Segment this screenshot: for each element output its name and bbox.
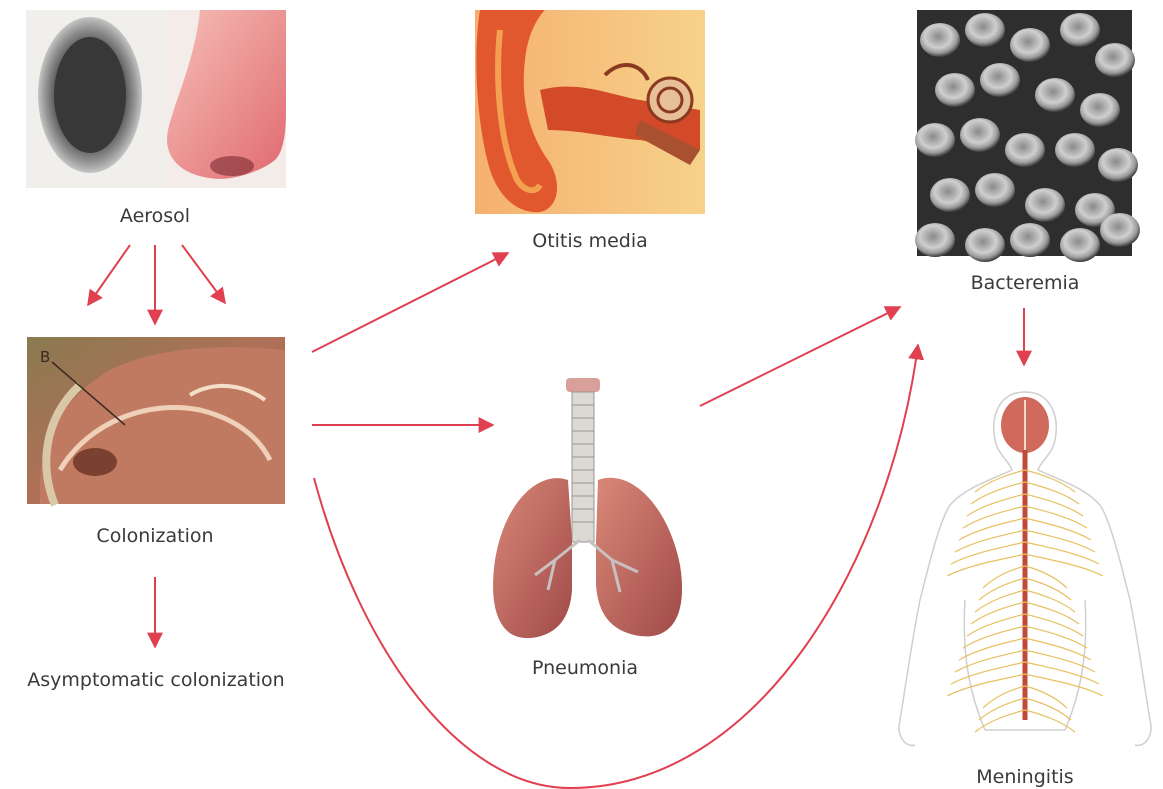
- nerve-branch: [947, 554, 1025, 576]
- nerve-branch: [1025, 638, 1091, 660]
- red-blood-cell: [1075, 193, 1115, 227]
- nerve-branch: [1025, 626, 1087, 648]
- red-blood-cell: [1100, 213, 1140, 247]
- nerve-branch: [1025, 542, 1099, 564]
- nerve-branch: [963, 506, 1025, 528]
- nerve-branch: [1025, 662, 1099, 684]
- nerve-branch: [1025, 530, 1095, 552]
- red-blood-cell: [935, 73, 975, 107]
- red-blood-cell: [1025, 188, 1065, 222]
- red-blood-cell: [1060, 228, 1100, 262]
- red-blood-cell: [1035, 78, 1075, 112]
- red-blood-cell: [980, 63, 1020, 97]
- nerve-branch: [975, 590, 1025, 612]
- red-blood-cell: [965, 228, 1005, 262]
- nerve-branch: [983, 566, 1025, 588]
- arrow-to-otitis: [312, 253, 508, 352]
- nerve-branch: [951, 542, 1025, 564]
- nerve-branch: [1025, 554, 1103, 576]
- red-blood-cell: [1095, 43, 1135, 77]
- nerve-branch: [1025, 590, 1075, 612]
- nerve-branch: [1025, 614, 1083, 636]
- arrow-curve-to-bacteremia: [314, 345, 918, 788]
- red-blood-cell: [975, 173, 1015, 207]
- nerve-branch: [955, 530, 1025, 552]
- red-blood-cell: [920, 23, 960, 57]
- red-blood-cell: [1010, 223, 1050, 257]
- nerve-branch: [967, 614, 1025, 636]
- meningitis-label: Meningitis: [945, 766, 1105, 788]
- nerve-branch: [1025, 470, 1075, 492]
- red-blood-cell: [1010, 28, 1050, 62]
- nasal-marker: B: [40, 348, 50, 366]
- nerve-branch: [979, 698, 1025, 720]
- aerosol-label: Aerosol: [90, 205, 220, 227]
- nerve-branch: [963, 626, 1025, 648]
- arrow-to-bacteremia: [700, 307, 900, 406]
- nerve-branch: [967, 494, 1025, 516]
- pneumonia-label: Pneumonia: [505, 657, 665, 679]
- nerve-branch: [955, 650, 1025, 672]
- asymptomatic-label: Asymptomatic colonization: [6, 669, 306, 691]
- nerve-branch: [1025, 710, 1075, 732]
- nerve-branch: [1025, 578, 1071, 600]
- red-blood-cell: [960, 118, 1000, 152]
- red-blood-cell: [965, 13, 1005, 47]
- nerve-branch: [975, 710, 1025, 732]
- nerve-branch: [971, 602, 1025, 624]
- nerve-branch: [1025, 602, 1079, 624]
- nerve-branch: [959, 638, 1025, 660]
- nerve-branch: [1025, 566, 1067, 588]
- nerve-branch: [1025, 674, 1103, 696]
- otitis-label: Otitis media: [505, 230, 675, 252]
- nerve-branch: [1025, 482, 1079, 504]
- nerve-branch: [951, 662, 1025, 684]
- red-blood-cell: [915, 223, 955, 257]
- red-blood-cell: [1055, 133, 1095, 167]
- colonization-label: Colonization: [70, 525, 240, 547]
- red-blood-cell: [1098, 148, 1138, 182]
- nerve-branch: [1025, 494, 1083, 516]
- nerve-branch: [1025, 650, 1095, 672]
- red-blood-cell: [930, 178, 970, 212]
- nerve-branch: [1025, 506, 1087, 528]
- nerve-branch: [1025, 698, 1071, 720]
- nerve-branch: [947, 674, 1025, 696]
- red-blood-cell: [915, 123, 955, 157]
- bacteremia-label: Bacteremia: [945, 272, 1105, 294]
- red-blood-cell: [1005, 133, 1045, 167]
- nerve-branch: [971, 482, 1025, 504]
- nerve-branch: [959, 518, 1025, 540]
- arrow-aerosol-right: [182, 245, 225, 303]
- nerve-branch: [1025, 686, 1067, 708]
- nerve-branch: [979, 578, 1025, 600]
- nerve-branch: [1025, 518, 1091, 540]
- arrow-aerosol-left: [88, 245, 130, 305]
- red-blood-cell: [1080, 93, 1120, 127]
- red-blood-cell: [1060, 13, 1100, 47]
- nerve-branch: [975, 470, 1025, 492]
- nerve-branch: [983, 686, 1025, 708]
